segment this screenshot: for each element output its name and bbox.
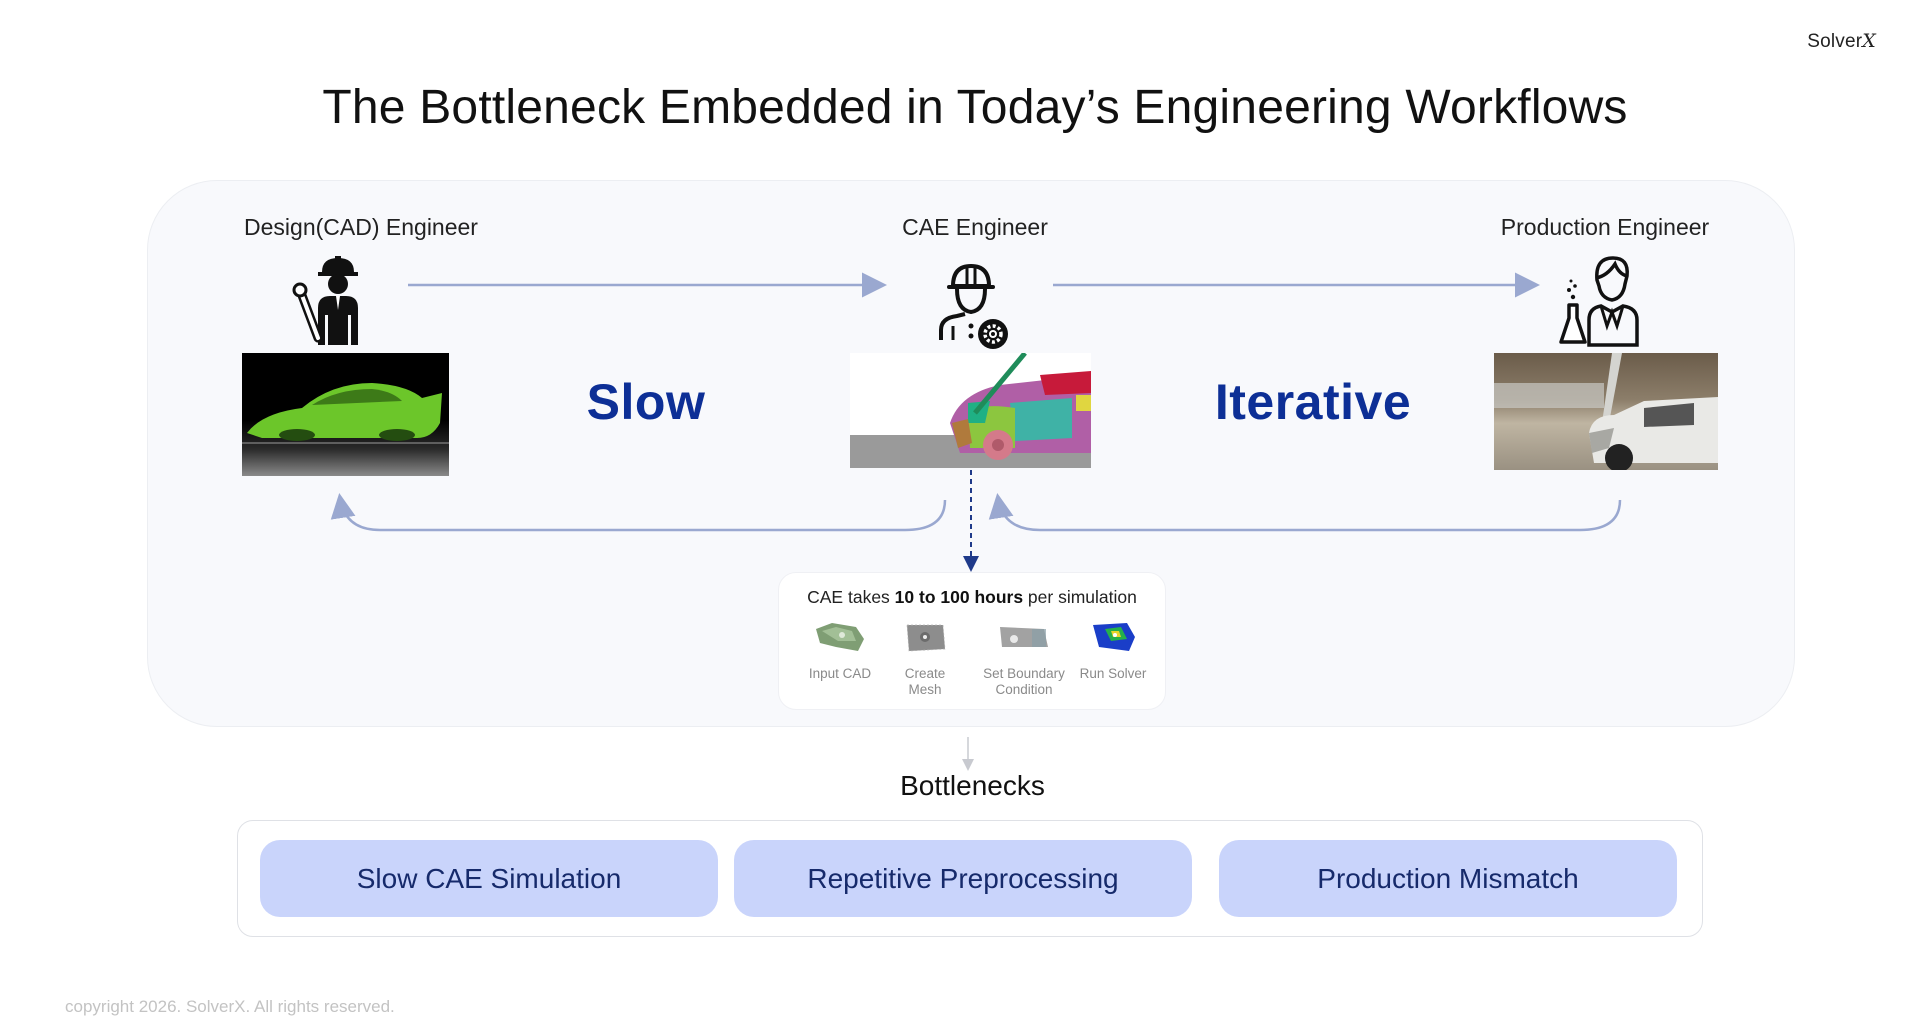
cae-step-create-mesh: Create Mesh (880, 617, 970, 698)
cae-simulation-image (850, 353, 1091, 468)
transition-label-slow: Slow (586, 374, 706, 430)
transition-label-iterative: Iterative (1214, 374, 1412, 430)
bottleneck-repetitive-preprocessing: Repetitive Preprocessing (734, 840, 1192, 917)
engineer-with-blueprint-icon (292, 256, 358, 345)
feedback-arrow-production-to-cae (988, 493, 1622, 532)
cae-duration-text: CAE takes 10 to 100 hours per simulation (807, 587, 1137, 607)
slide-title: The Bottleneck Embedded in Today’s Engin… (322, 81, 1628, 134)
role-label-cae: CAE Engineer (902, 214, 1048, 240)
copyright-footer: copyright 2026. SolverX. All rights rese… (65, 997, 395, 1016)
bottleneck-slow-cae-simulation: Slow CAE Simulation (260, 840, 718, 917)
solver-heatmap-thumbnail (1093, 623, 1135, 651)
feedback-arrow-cae-to-cad (330, 493, 947, 532)
brand-suffix: X (1862, 30, 1876, 52)
scientist-with-flask-icon (1559, 256, 1639, 347)
cad-part-green-thumbnail (816, 623, 864, 651)
cae-step-run-solver: Run Solver (1068, 617, 1158, 682)
cae-duration-highlight: 10 to 100 hours (894, 587, 1024, 607)
production-crash-test-photo (1494, 353, 1718, 470)
cae-step-set-boundary-condition: Set Boundary Condition (979, 617, 1069, 698)
boundary-part-thumbnail (1000, 627, 1048, 647)
brand-name: Solver (1807, 31, 1863, 52)
cae-process-box: CAE takes 10 to 100 hours per simulation… (778, 572, 1166, 710)
bottleneck-production-mismatch: Production Mismatch (1219, 840, 1677, 917)
cae-step-input-cad: Input CAD (795, 617, 885, 682)
meshed-part-thumbnail (906, 624, 946, 652)
role-label-cad: Design(CAD) Engineer (244, 214, 478, 240)
brand-logo: SolverX (1807, 30, 1876, 53)
bottlenecks-heading: Bottlenecks (900, 770, 1045, 801)
engineer-with-gear-icon (939, 263, 1008, 349)
cad-car-render-image (242, 353, 449, 476)
role-label-production: Production Engineer (1500, 214, 1710, 240)
